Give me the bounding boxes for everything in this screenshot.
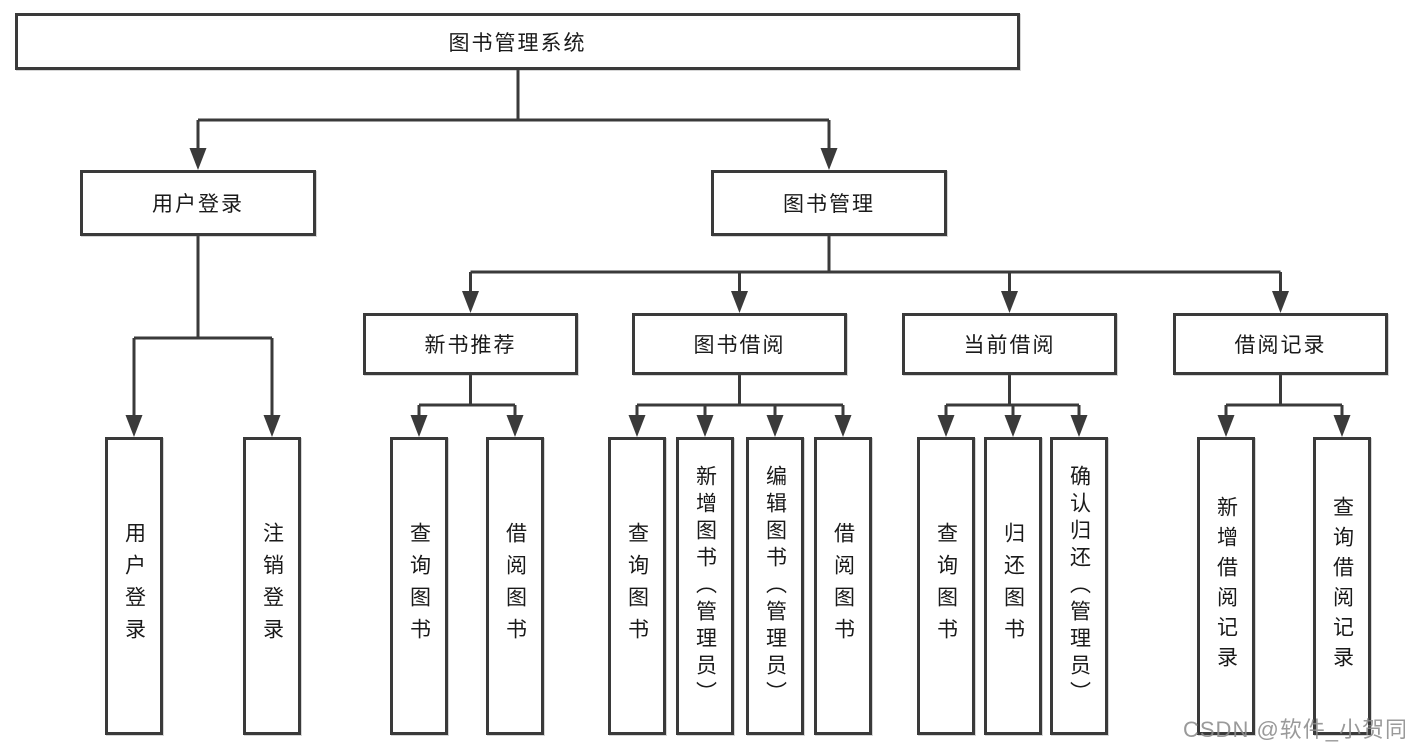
leaf-user-login: 用户登录 [105, 437, 163, 735]
arrowhead-icon [834, 415, 852, 437]
node-new-book-recommend: 新书推荐 [363, 313, 578, 375]
leaf-borrow-books: 借阅图书 [814, 437, 872, 735]
arrowhead-icon [820, 148, 838, 170]
leaf-logout: 注销登录 [243, 437, 301, 735]
arrowhead-icon [506, 415, 524, 437]
arrowhead-icon [731, 291, 748, 313]
node-borrow-records: 借阅记录 [1173, 313, 1388, 375]
leaf-edit-book-admin: 编辑图书（管理员） [746, 437, 804, 735]
arrowhead-icon [766, 415, 784, 437]
arrowhead-icon [1333, 415, 1351, 437]
connector-user-login [132, 236, 274, 420]
node-user-login: 用户登录 [80, 170, 316, 236]
connector-borrow-records [1224, 375, 1344, 420]
leaf-add-borrow-record: 新增借阅记录 [1197, 437, 1255, 735]
connector-new-book-recommend [417, 375, 517, 420]
arrowhead-icon [1070, 415, 1088, 437]
arrowhead-icon [628, 415, 646, 437]
leaf-add-book-admin: 新增图书（管理员） [676, 437, 734, 735]
node-book-management: 图书管理 [711, 170, 947, 236]
connector-book-management [469, 236, 1282, 295]
leaf-query-borrow-record: 查询借阅记录 [1313, 437, 1371, 735]
arrowhead-icon [1001, 291, 1018, 313]
arrowhead-icon [462, 291, 479, 313]
leaf-borrow-books-recommend: 借阅图书 [486, 437, 544, 735]
arrowhead-icon [1004, 415, 1022, 437]
arrowhead-icon [189, 148, 207, 170]
arrowhead-icon [1272, 291, 1289, 313]
leaf-query-books-recommend: 查询图书 [390, 437, 448, 735]
node-library-management-system: 图书管理系统 [15, 13, 1020, 70]
arrowhead-icon [263, 415, 281, 437]
arrowhead-icon [937, 415, 955, 437]
watermark: CSDN @软件_小贺同学 [1183, 717, 1405, 742]
connector-book-borrow [635, 375, 845, 420]
leaf-return-book: 归还图书 [984, 437, 1042, 735]
leaf-confirm-return-admin: 确认归还（管理员） [1050, 437, 1108, 735]
leaf-query-books-borrow: 查询图书 [608, 437, 666, 735]
arrowhead-icon [1217, 415, 1235, 437]
arrowhead-icon [125, 415, 143, 437]
leaf-query-books-current: 查询图书 [917, 437, 975, 735]
arrowhead-icon [696, 415, 714, 437]
connector-current-borrow [944, 375, 1081, 420]
node-book-borrow: 图书借阅 [632, 313, 847, 375]
connector-root [196, 70, 831, 152]
node-current-borrow: 当前借阅 [902, 313, 1117, 375]
arrowhead-icon [410, 415, 428, 437]
